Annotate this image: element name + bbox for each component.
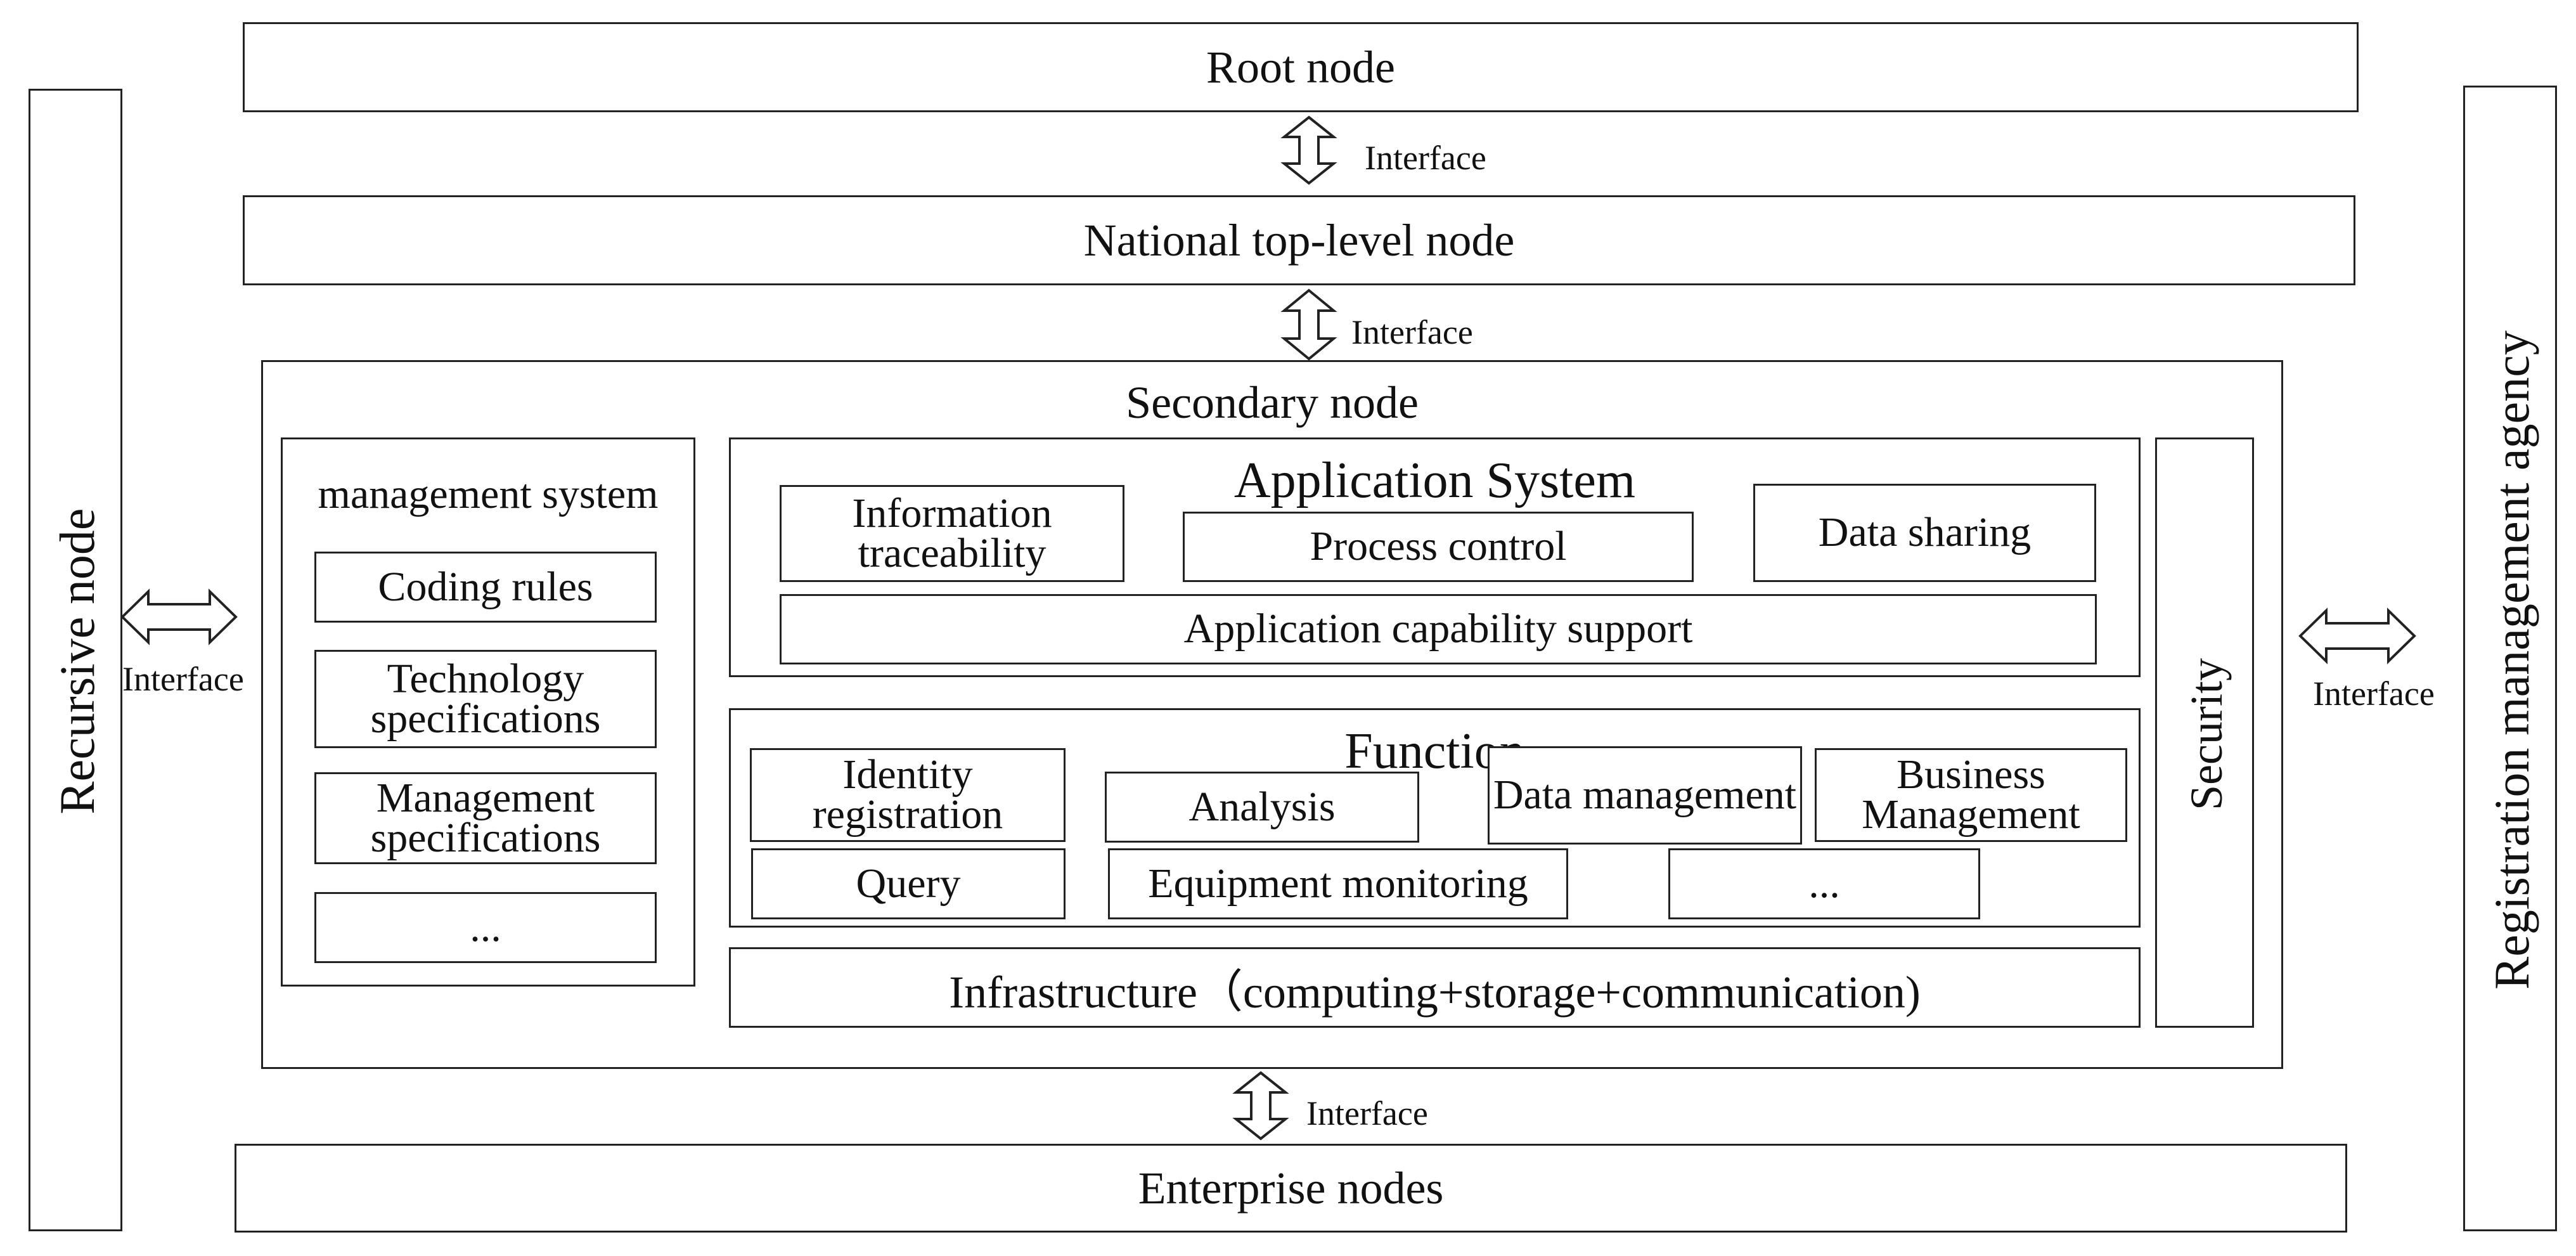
application-system-title: Application System (1233, 453, 1636, 508)
interface-label-top: Interface (1365, 139, 1486, 177)
root-node-label: Root node (1206, 41, 1395, 93)
management-item: Management specifications (314, 772, 657, 864)
security: Security (2155, 437, 2254, 1028)
function-item: Data management (1488, 746, 1802, 845)
interface-label-middle: Interface (1351, 313, 1473, 351)
double-arrow-icon (120, 588, 238, 645)
management-item: Coding rules (314, 552, 657, 623)
root-node: Root node (243, 22, 2359, 112)
function-item: Identity registration (750, 748, 1066, 842)
function-item: Analysis (1105, 772, 1419, 843)
double-arrow-icon (2298, 607, 2416, 664)
double-arrow-icon (1280, 288, 1337, 361)
double-arrow-icon (1280, 115, 1337, 185)
secondary-node-title: Secondary node (1126, 377, 1419, 428)
interface-label-left: Interface (122, 660, 244, 698)
management-item: ... (314, 892, 657, 963)
application-item: Information traceability (780, 485, 1124, 582)
double-arrow-icon (1232, 1071, 1289, 1141)
enterprise-nodes-label: Enterprise nodes (1138, 1162, 1444, 1214)
security-label: Security (2181, 658, 2232, 810)
interface-label-right: Interface (2313, 675, 2435, 713)
function-item: Query (751, 848, 1066, 919)
application-item: Process control (1183, 512, 1694, 582)
application-capability-support: Application capability support (780, 594, 2097, 664)
function-item: Equipment monitoring (1108, 848, 1568, 919)
application-item: Data sharing (1753, 484, 2096, 582)
recursive-node-label: Recursive node (49, 508, 105, 815)
national-top-level-node: National top-level node (243, 195, 2355, 285)
infrastructure: Infrastructure（computing+storage+communi… (729, 947, 2141, 1028)
interface-label-bottom: Interface (1306, 1094, 1428, 1132)
registration-agency-box: Registration management agency (2463, 86, 2557, 1231)
national-node-label: National top-level node (1083, 214, 1515, 266)
management-system-title: management system (318, 471, 659, 517)
recursive-node-box: Recursive node (29, 89, 122, 1231)
function-item: Business Management (1815, 748, 2127, 842)
registration-agency-label: Registration management agency (2484, 330, 2539, 990)
function-item: ... (1668, 848, 1980, 919)
enterprise-nodes: Enterprise nodes (235, 1144, 2347, 1233)
management-item: Technology specifications (314, 650, 657, 748)
